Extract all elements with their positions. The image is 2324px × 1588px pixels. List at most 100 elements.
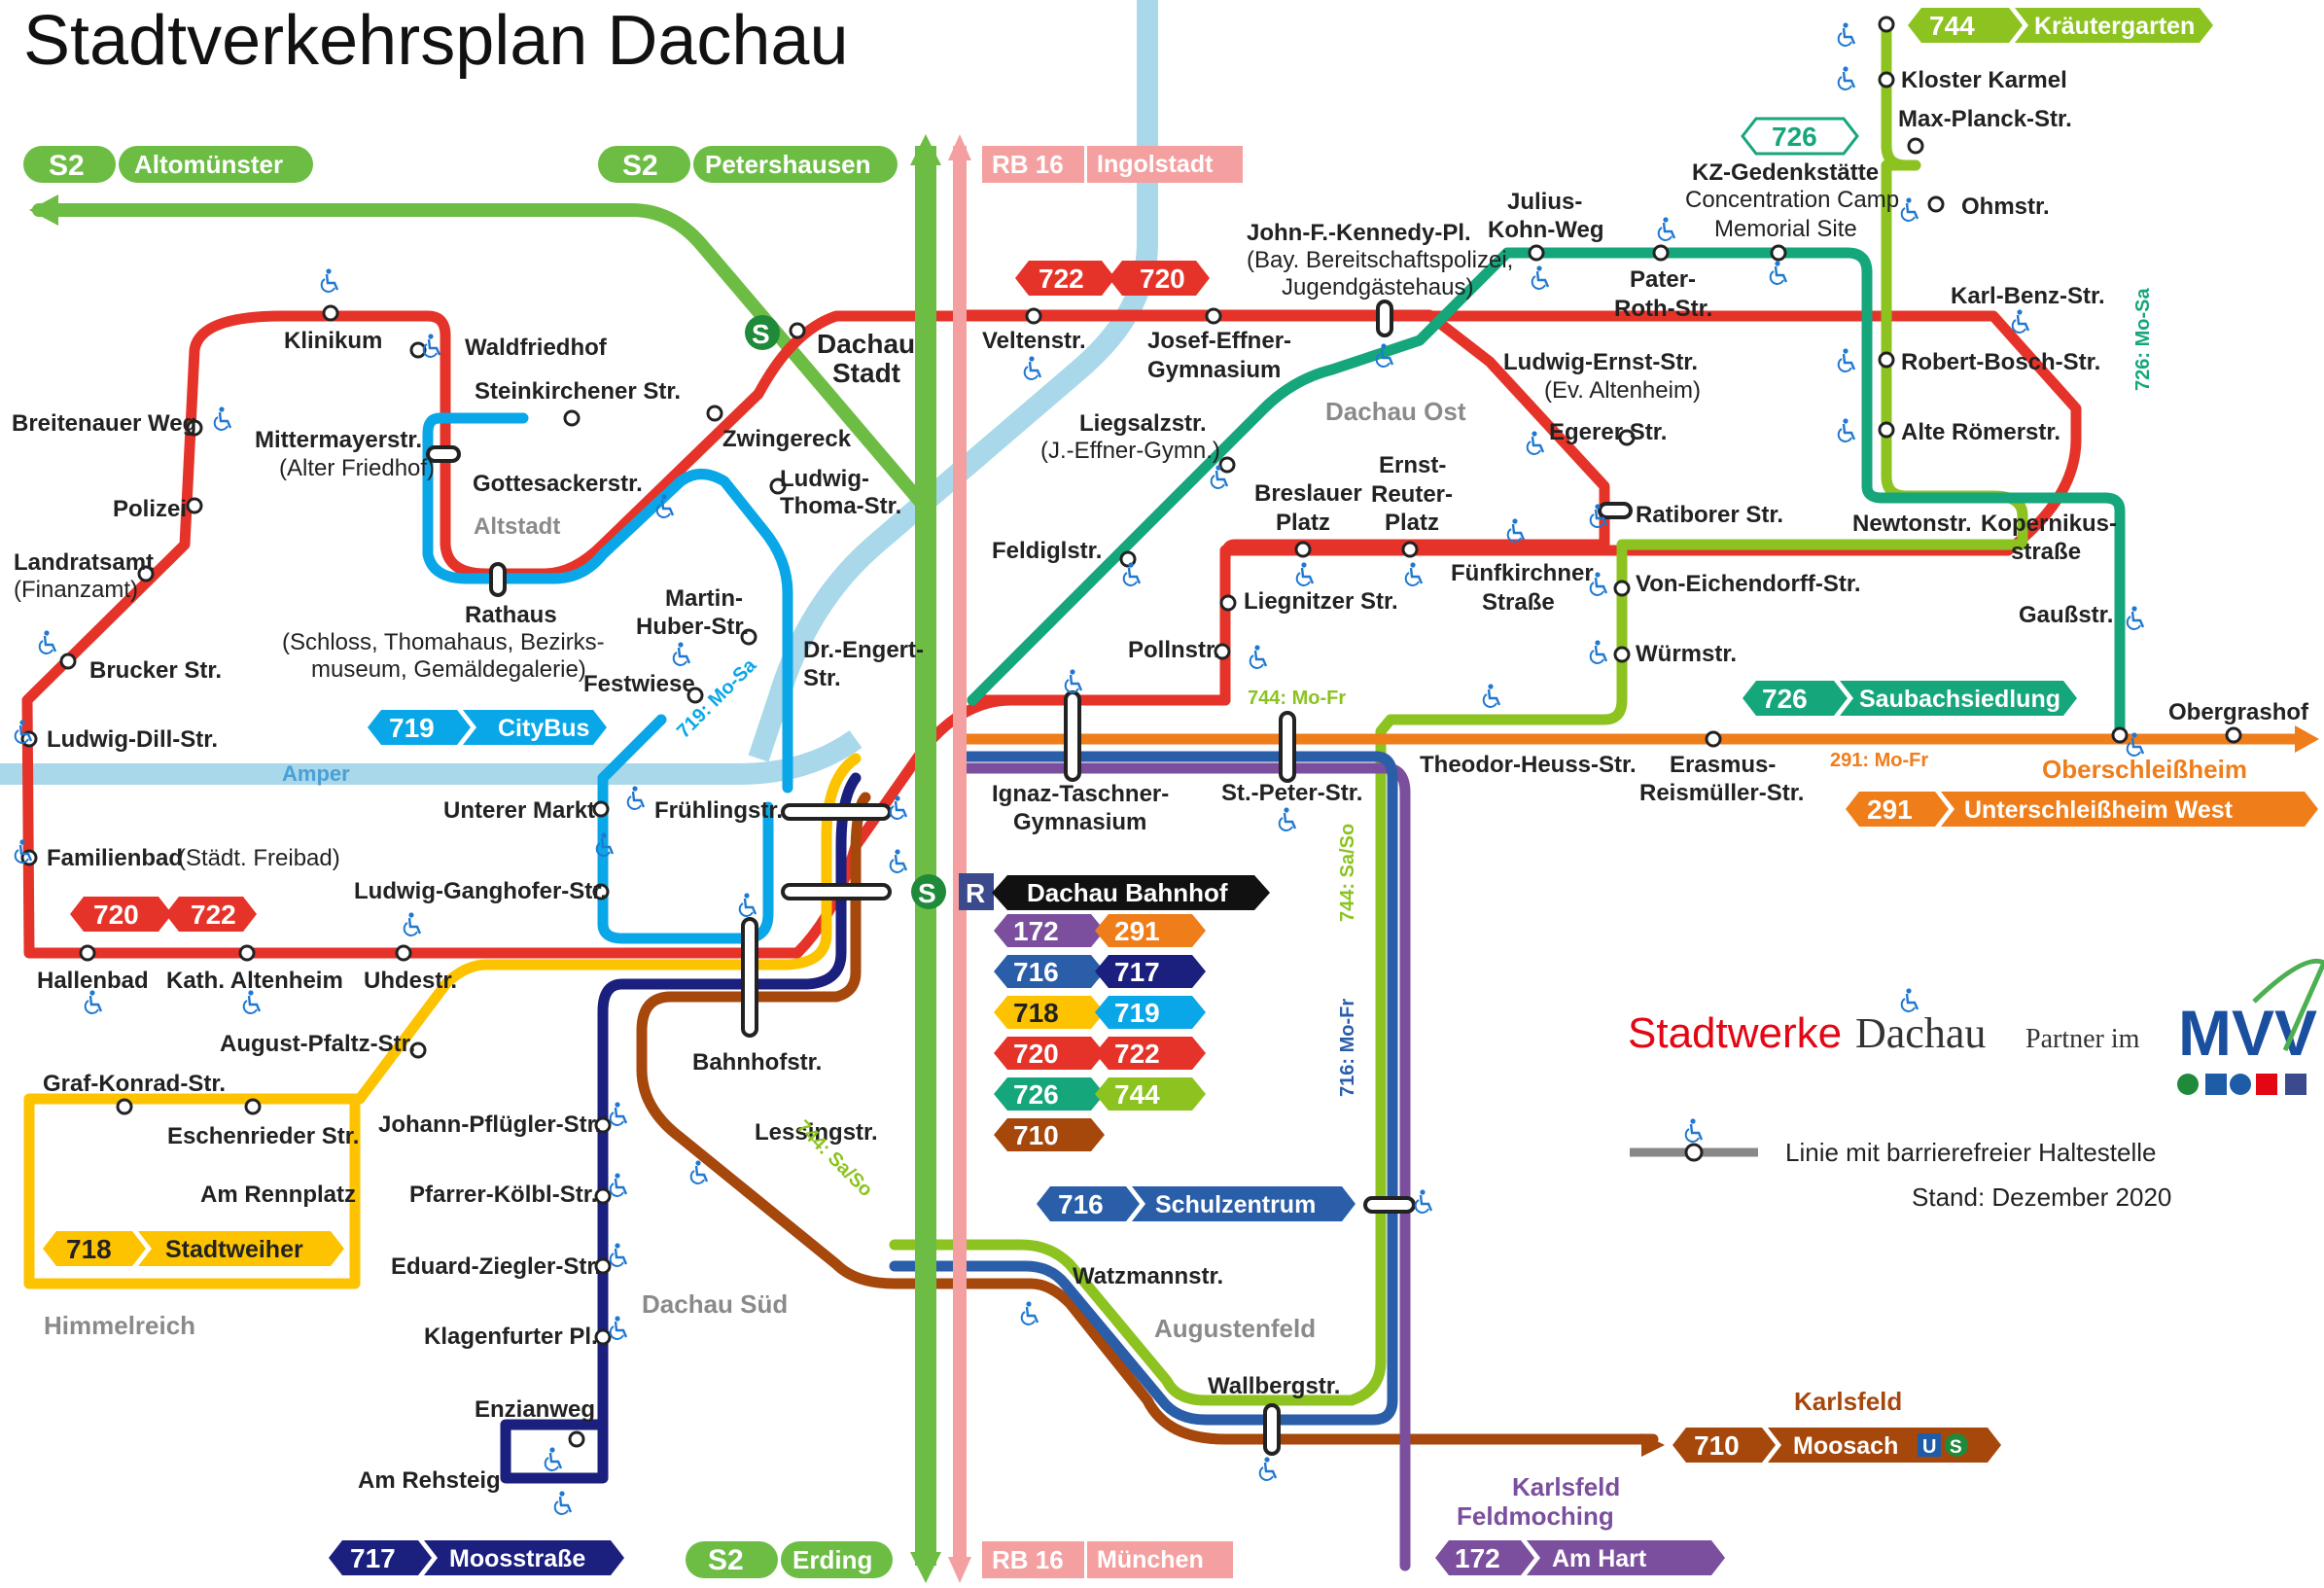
badge-719-citybus[interactable]: 719 CityBus bbox=[368, 710, 607, 745]
stop-gottesacker[interactable]: Gottesackerstr. bbox=[473, 471, 643, 497]
stop-liegsalz-1[interactable]: Liegsalzstr. bbox=[1079, 410, 1207, 437]
stop-ernst-reuter-1[interactable]: Ernst- bbox=[1379, 452, 1446, 478]
stop-dot[interactable] bbox=[563, 409, 581, 427]
stop-dot[interactable] bbox=[238, 944, 256, 962]
stop-dot[interactable] bbox=[592, 883, 610, 900]
stop-gauss[interactable]: Gaußstr. bbox=[2019, 602, 2113, 628]
stop-enzianweg[interactable]: Enzianweg bbox=[475, 1396, 595, 1423]
stop-dot[interactable] bbox=[769, 477, 787, 495]
badge-710-moosach[interactable]: 710 Moosach U S bbox=[1673, 1428, 2001, 1463]
stop-pfarrer-koelbl[interactable]: Pfarrer-Kölbl-Str. bbox=[409, 1182, 597, 1208]
stop-kath-altenheim[interactable]: Kath. Altenheim bbox=[166, 968, 343, 994]
stop-dot[interactable] bbox=[409, 341, 427, 359]
stop-lessing[interactable]: Lessingstr. bbox=[755, 1119, 878, 1146]
stop-dot[interactable] bbox=[1878, 421, 1895, 439]
badge-720-722-west[interactable]: 720 722 bbox=[70, 897, 257, 932]
stop-dot[interactable] bbox=[1025, 307, 1042, 325]
stop-am-rehsteig[interactable]: Am Rehsteig bbox=[358, 1467, 501, 1494]
badge-172-amhart[interactable]: 172 Am Hart bbox=[1435, 1540, 1725, 1575]
stop-familienbad[interactable]: Familienbad bbox=[47, 845, 183, 871]
stop-dot[interactable] bbox=[59, 653, 77, 670]
hub-line-chip[interactable] bbox=[994, 914, 1105, 947]
stop-dachau-stadt-1[interactable]: Dachau bbox=[817, 329, 915, 359]
hub-line-chip[interactable] bbox=[994, 996, 1105, 1029]
badge-716-schulzentrum[interactable]: 716 Schulzentrum bbox=[1037, 1186, 1356, 1221]
stop-dot[interactable] bbox=[116, 1098, 133, 1115]
stop-alte-roemer[interactable]: Alte Römerstr. bbox=[1901, 419, 2060, 445]
stop-dot[interactable] bbox=[1214, 643, 1231, 660]
stop-dot[interactable] bbox=[395, 944, 412, 962]
stop-am-rennplatz[interactable]: Am Rennplatz bbox=[200, 1182, 356, 1208]
hub-line-chip[interactable] bbox=[994, 1118, 1105, 1151]
stop-ohmstr[interactable]: Ohmstr. bbox=[1961, 194, 2050, 220]
s2-petershausen-badge[interactable]: S2 Petershausen bbox=[598, 146, 898, 183]
stop-dot[interactable] bbox=[1878, 16, 1895, 33]
stop-von-eichendorff[interactable]: Von-Eichendorff-Str. bbox=[1636, 571, 1861, 597]
stop-eduard-ziegler[interactable]: Eduard-Ziegler-Str. bbox=[391, 1253, 601, 1280]
stop-dot[interactable] bbox=[1294, 541, 1312, 558]
stop-dot[interactable] bbox=[687, 687, 704, 704]
stop-johann-pfluegler[interactable]: Johann-Pflügler-Str. bbox=[378, 1112, 601, 1138]
stop-kz-1[interactable]: KZ-Gedenkstätte bbox=[1692, 159, 1879, 186]
hub-line-chip[interactable] bbox=[1095, 1037, 1206, 1070]
stop-dot[interactable] bbox=[568, 1430, 585, 1448]
stop-hallenbad[interactable]: Hallenbad bbox=[37, 968, 149, 994]
stop-max-planck[interactable]: Max-Planck-Str. bbox=[1898, 106, 2072, 132]
stop-wuermstr[interactable]: Würmstr. bbox=[1636, 641, 1737, 667]
stop-egerer[interactable]: Egerer Str. bbox=[1549, 419, 1667, 445]
stop-dot[interactable] bbox=[1652, 244, 1670, 262]
stop-fuenfkirchner-1[interactable]: Fünfkirchner bbox=[1451, 560, 1594, 586]
stop-robert-bosch[interactable]: Robert-Bosch-Str. bbox=[1901, 349, 2100, 375]
stop-rathaus[interactable]: Rathaus bbox=[465, 602, 557, 628]
stop-dot[interactable] bbox=[1613, 646, 1631, 663]
rb16-ingolstadt-badge[interactable]: RB 16 Ingolstadt bbox=[982, 146, 1243, 183]
stop-dot[interactable] bbox=[789, 322, 806, 339]
stop-waldfriedhof[interactable]: Waldfriedhof bbox=[465, 335, 608, 361]
stop-breslauer-1[interactable]: Breslauer bbox=[1254, 480, 1362, 507]
stop-liegnitzer[interactable]: Liegnitzer Str. bbox=[1244, 588, 1398, 615]
rb16-muenchen-badge[interactable]: RB 16 München bbox=[982, 1541, 1233, 1578]
hub-line-chip[interactable] bbox=[994, 1077, 1105, 1111]
stop-dot[interactable] bbox=[1705, 730, 1722, 748]
stop-pollnstr[interactable]: Pollnstr. bbox=[1128, 637, 1220, 663]
stop-julius-kohn-1[interactable]: Julius- bbox=[1507, 189, 1582, 215]
stop-martin-huber-1[interactable]: Martin- bbox=[665, 585, 743, 612]
stop-dot[interactable] bbox=[592, 800, 610, 818]
stop-zwingereck[interactable]: Zwingereck bbox=[722, 426, 852, 452]
stop-breitenauer[interactable]: Breitenauer Weg bbox=[12, 410, 196, 437]
stop-kopernikus-1[interactable]: Kopernikus- bbox=[1981, 511, 2117, 537]
stop-dot[interactable] bbox=[322, 304, 339, 322]
stop-dot[interactable] bbox=[409, 1041, 427, 1059]
stop-watzmann[interactable]: Watzmannstr. bbox=[1073, 1263, 1223, 1289]
stop-dot[interactable] bbox=[1618, 429, 1636, 446]
stop-bahnhofstr[interactable]: Bahnhofstr. bbox=[692, 1049, 822, 1076]
stop-landratsamt[interactable]: Landratsamt bbox=[14, 549, 154, 576]
stop-ludwig-dill[interactable]: Ludwig-Dill-Str. bbox=[47, 726, 218, 753]
badge-718-stadtweiher[interactable]: 718 Stadtweiher bbox=[43, 1231, 344, 1266]
stop-newton[interactable]: Newtonstr. bbox=[1852, 511, 1972, 537]
stop-dot[interactable] bbox=[1205, 307, 1222, 325]
stop-graf-konrad[interactable]: Graf-Konrad-Str. bbox=[43, 1071, 226, 1097]
stop-klagenfurter[interactable]: Klagenfurter Pl. bbox=[424, 1323, 598, 1350]
stop-unterer-markt[interactable]: Unterer Markt bbox=[443, 797, 595, 824]
stop-st-peter[interactable]: St.-Peter-Str. bbox=[1221, 780, 1362, 806]
stop-klinikum[interactable]: Klinikum bbox=[284, 328, 382, 354]
stop-josef-effner-1[interactable]: Josef-Effner- bbox=[1147, 328, 1291, 354]
stop-dot[interactable] bbox=[594, 1116, 612, 1134]
stop-dr-engert-1[interactable]: Dr.-Engert- bbox=[803, 637, 924, 663]
hub-line-chip[interactable] bbox=[994, 1037, 1105, 1070]
stop-ignaz-1[interactable]: Ignaz-Taschner- bbox=[992, 781, 1169, 807]
stop-jfk-1[interactable]: John-F.-Kennedy-Pl. bbox=[1247, 220, 1471, 246]
stop-dot[interactable] bbox=[1878, 351, 1895, 369]
badge-717-moosstrasse[interactable]: 717 Moosstraße bbox=[329, 1540, 624, 1575]
stop-dot[interactable] bbox=[1219, 594, 1237, 612]
stop-theodor-heuss[interactable]: Theodor-Heuss-Str. bbox=[1420, 752, 1637, 778]
stop-dot[interactable] bbox=[1878, 71, 1895, 88]
stop-karl-benz[interactable]: Karl-Benz-Str. bbox=[1951, 283, 2105, 309]
stop-uhdestr[interactable]: Uhdestr. bbox=[364, 968, 457, 994]
stop-ludwig-ganghofer[interactable]: Ludwig-Ganghofer-Str. bbox=[354, 878, 607, 904]
stop-dot[interactable] bbox=[740, 628, 757, 646]
stop-dot[interactable] bbox=[1613, 580, 1631, 597]
stop-dot[interactable] bbox=[186, 497, 203, 514]
stop-fruehlings[interactable]: Frühlingstr. bbox=[654, 797, 783, 824]
